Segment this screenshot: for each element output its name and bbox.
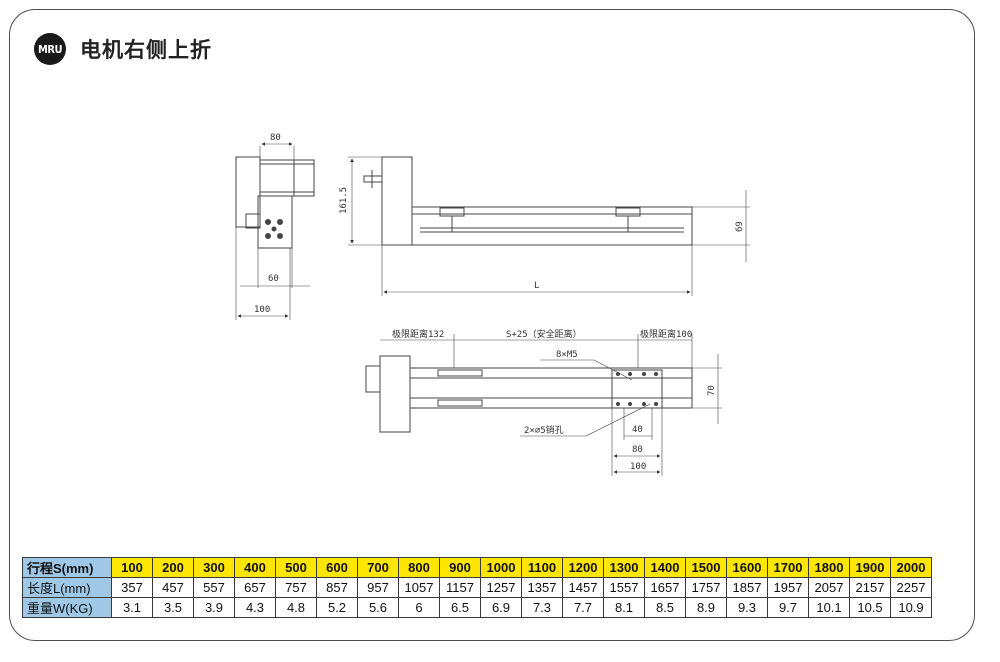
table-cell: 2057 bbox=[808, 577, 850, 598]
table-cell: 10.9 bbox=[890, 597, 932, 618]
dim-top-pin: 2×∅5销孔 bbox=[524, 424, 564, 436]
table-cell: 2157 bbox=[849, 577, 891, 598]
table-cell: 1400 bbox=[644, 557, 686, 578]
table-cell: 1957 bbox=[767, 577, 809, 598]
table-cell: 2000 bbox=[890, 557, 932, 578]
table-cell: 10.5 bbox=[849, 597, 891, 618]
table-cell: 3.5 bbox=[152, 597, 194, 618]
dim-top-screw: 8×M5 bbox=[556, 350, 578, 360]
table-cell: 10.1 bbox=[808, 597, 850, 618]
table-cell: 500 bbox=[275, 557, 317, 578]
table-cell: 1757 bbox=[685, 577, 727, 598]
dim-front-height: 161.5 bbox=[339, 187, 349, 214]
dim-top-w100: 100 bbox=[630, 462, 646, 472]
table-cell: 857 bbox=[316, 577, 358, 598]
table-cell: 1800 bbox=[808, 557, 850, 578]
dim-front-right-height: 69 bbox=[735, 221, 745, 232]
table-cell: 5.6 bbox=[357, 597, 399, 618]
table-cell: 4.3 bbox=[234, 597, 276, 618]
table-cell: 1857 bbox=[726, 577, 768, 598]
table-cell: 5.2 bbox=[316, 597, 358, 618]
table-cell: 757 bbox=[275, 577, 317, 598]
row-label: 行程S(mm) bbox=[22, 557, 112, 578]
table-cell: 1557 bbox=[603, 577, 645, 598]
table-cell: 9.3 bbox=[726, 597, 768, 618]
table-cell: 1100 bbox=[521, 557, 563, 578]
table-cell: 300 bbox=[193, 557, 235, 578]
table-cell: 557 bbox=[193, 577, 235, 598]
row-label: 重量W(KG) bbox=[22, 597, 112, 618]
dim-top-w40: 40 bbox=[632, 425, 643, 435]
side-view bbox=[235, 142, 315, 320]
table-cell: 900 bbox=[439, 557, 481, 578]
table-cell: 357 bbox=[111, 577, 153, 598]
table-cell: 1700 bbox=[767, 557, 809, 578]
table-cell: 1500 bbox=[685, 557, 727, 578]
table-cell: 2257 bbox=[890, 577, 932, 598]
dim-front-length: L bbox=[534, 281, 539, 291]
table-cell: 800 bbox=[398, 557, 440, 578]
table-cell: 1157 bbox=[439, 577, 481, 598]
table-cell: 1457 bbox=[562, 577, 604, 598]
dim-side-bottom-width: 60 bbox=[268, 274, 279, 284]
dim-top-height: 70 bbox=[707, 385, 717, 396]
top-view bbox=[365, 334, 722, 476]
dim-side-top-width: 80 bbox=[270, 133, 281, 143]
table-cell: 100 bbox=[111, 557, 153, 578]
table-cell: 1257 bbox=[480, 577, 522, 598]
table-cell: 457 bbox=[152, 577, 194, 598]
table-cell: 657 bbox=[234, 577, 276, 598]
table-cell: 7.7 bbox=[562, 597, 604, 618]
dim-top-w80: 80 bbox=[632, 445, 643, 455]
table-cell: 6 bbox=[398, 597, 440, 618]
table-cell: 3.1 bbox=[111, 597, 153, 618]
table-cell: 400 bbox=[234, 557, 276, 578]
table-cell: 700 bbox=[357, 557, 399, 578]
table-cell: 3.9 bbox=[193, 597, 235, 618]
table-cell: 7.3 bbox=[521, 597, 563, 618]
table-cell: 957 bbox=[357, 577, 399, 598]
table-cell: 6.9 bbox=[480, 597, 522, 618]
table-cell: 9.7 bbox=[767, 597, 809, 618]
table-cell: 8.5 bbox=[644, 597, 686, 618]
dim-top-safety: S+25（安全距离） bbox=[506, 328, 582, 340]
table-cell: 1057 bbox=[398, 577, 440, 598]
table-cell: 600 bbox=[316, 557, 358, 578]
front-view bbox=[348, 156, 750, 296]
row-label: 长度L(mm) bbox=[22, 577, 112, 598]
table-cell: 1000 bbox=[480, 557, 522, 578]
table-cell: 1657 bbox=[644, 577, 686, 598]
page-title: 电机右侧上折 bbox=[80, 38, 212, 62]
table-cell: 1900 bbox=[849, 557, 891, 578]
table-cell: 6.5 bbox=[439, 597, 481, 618]
table-cell: 8.1 bbox=[603, 597, 645, 618]
table-cell: 1357 bbox=[521, 577, 563, 598]
table-cell: 1600 bbox=[726, 557, 768, 578]
brand-logo: MRU bbox=[34, 33, 66, 65]
table-cell: 8.9 bbox=[685, 597, 727, 618]
page-frame bbox=[9, 9, 975, 641]
table-cell: 1300 bbox=[603, 557, 645, 578]
table-cell: 200 bbox=[152, 557, 194, 578]
dim-side-total-width: 100 bbox=[254, 305, 270, 315]
table-cell: 4.8 bbox=[275, 597, 317, 618]
table-cell: 1200 bbox=[562, 557, 604, 578]
dim-top-limit-left: 极限距离132 bbox=[392, 328, 444, 340]
dim-top-limit-right: 极限距离100 bbox=[640, 328, 692, 340]
